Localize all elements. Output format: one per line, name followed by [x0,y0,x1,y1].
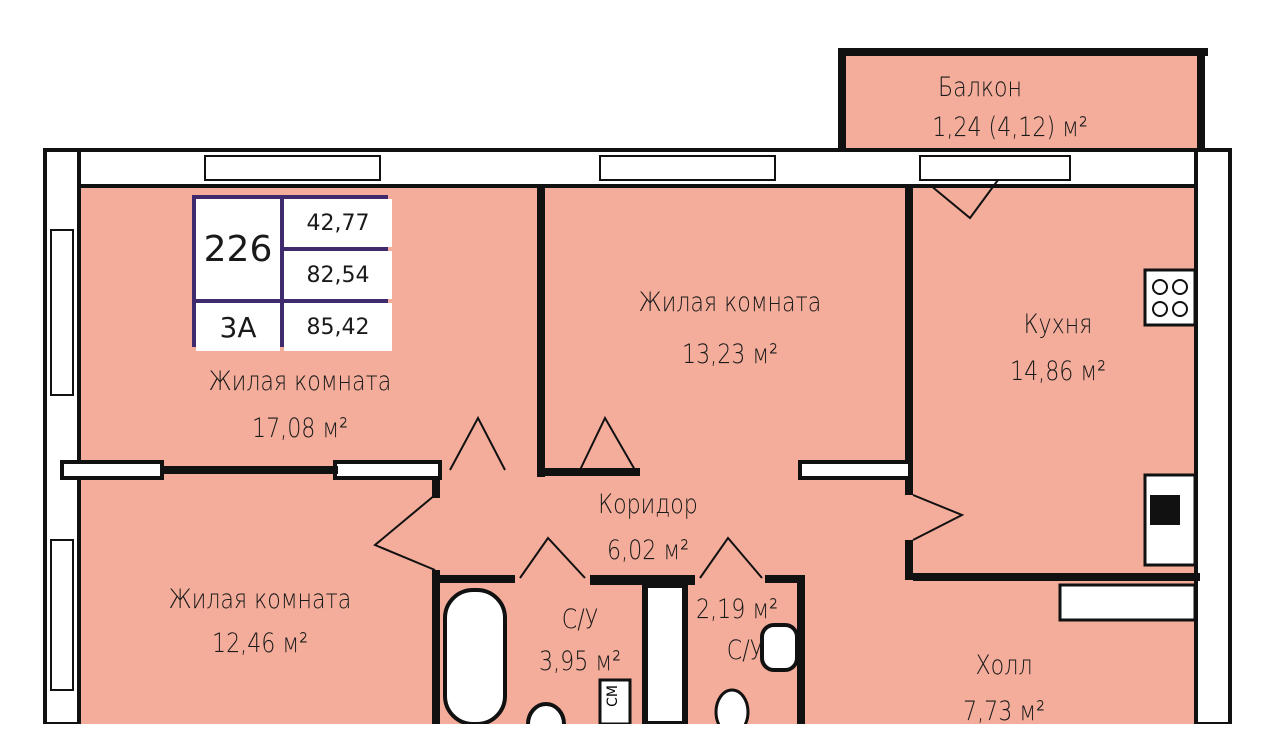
toilet-icon [714,688,750,724]
toilet-icon-2 [526,702,566,724]
room-area-living-1: 17,08 м² [251,413,348,444]
room-name-hall: Холл [975,650,1033,681]
room-name-corridor: Коридор [598,489,698,520]
door-swings [373,179,999,579]
room-name-living-2: Жилая комната [638,287,822,318]
room-area-living-3: 12,46 м² [211,628,308,659]
room-name-balcony: Балкон [937,72,1023,103]
room-area-kitchen: 14,86 м² [1009,356,1106,387]
walls [43,48,1232,724]
total-with-balcony: 85,42 [284,303,392,351]
apartment-number: 226 [196,199,280,299]
room-name-living-1: Жилая комната [208,366,392,397]
washer-label: СМ [604,685,621,707]
balcony-floor [845,55,1197,150]
room-area-bathroom-1: 3,95 м² [539,646,621,677]
room-area-living-2: 13,23 м² [681,339,778,370]
apartment-type: 3A [196,303,280,351]
bathtub-icon [443,588,507,724]
room-area-hall: 7,73 м² [963,696,1045,727]
room-area-corridor: 6,02 м² [607,535,689,566]
stove-icon [1143,268,1197,327]
living-area: 42,77 [284,199,392,247]
room-name-kitchen: Кухня [1023,309,1093,340]
room-area-balcony: 1,24 (4,12) м² [932,112,1088,143]
apartment-info-box: 226 42,77 82,54 3A 85,42 [192,195,392,351]
fixtures [443,268,1197,724]
total-area: 82,54 [284,251,392,299]
washer-icon [598,678,632,724]
room-name-bathroom-2: С/У [726,635,764,666]
room-name-bathroom-1: С/У [561,604,599,635]
room-name-living-3: Жилая комната [168,584,352,615]
room-area-bathroom-2: 2,19 м² [696,594,778,625]
sink-icon-2 [760,623,799,672]
fridge-icon [1058,583,1197,622]
